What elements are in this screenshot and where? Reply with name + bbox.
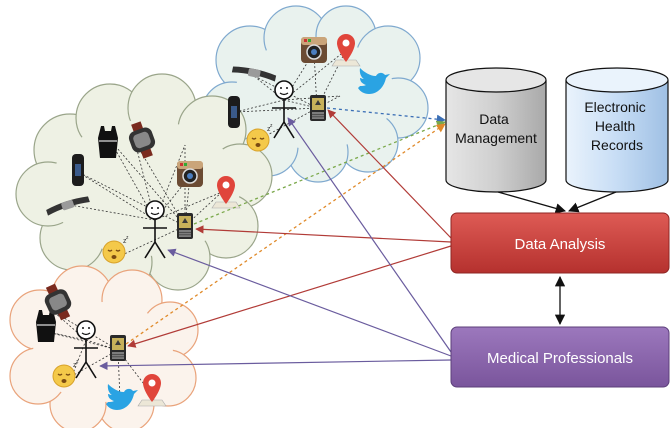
professional-feedback-links	[99, 117, 452, 371]
smartphone-icon	[309, 94, 327, 122]
professional-arrow-middle	[167, 248, 452, 357]
instagram-icon	[300, 36, 328, 64]
professional-arrow-bottom	[99, 359, 452, 371]
analysis-arrow-top	[327, 109, 452, 239]
analysis-arrow-middle	[195, 225, 452, 243]
ehr-label-line2: Health	[595, 118, 635, 134]
upload-arrow-blue	[326, 107, 446, 124]
cloud-user-bottom	[9, 265, 199, 433]
fitness-band-icon	[72, 154, 84, 186]
dm-to-analysis-arrow	[497, 191, 567, 214]
svg-text:Electronic Health: Electronic Health Records	[584, 99, 649, 153]
data-management-label-line2: Management	[455, 130, 537, 146]
medical-professionals-label: Medical Professionals	[487, 350, 633, 367]
data-management-label-line1: Data	[479, 111, 509, 127]
instagram-icon	[176, 160, 204, 188]
professional-arrow-top	[287, 117, 452, 353]
medical-professionals-box: Medical Professionals	[450, 326, 670, 388]
smartphone-icon	[176, 212, 194, 240]
ehr-label-line3: Records	[591, 137, 643, 153]
smartphone-icon	[109, 334, 127, 362]
data-analysis-label: Data Analysis	[515, 236, 606, 253]
fitness-band-icon	[228, 96, 240, 128]
ehr-cylinder: Electronic Health Records	[565, 67, 669, 193]
data-analysis-box: Data Analysis	[450, 212, 670, 274]
ehr-to-analysis-arrow	[568, 191, 617, 213]
svg-text:Data Management: Data Management	[455, 111, 537, 146]
data-management-cylinder: Data Management	[445, 67, 547, 193]
ehr-label-line1: Electronic	[584, 99, 645, 115]
